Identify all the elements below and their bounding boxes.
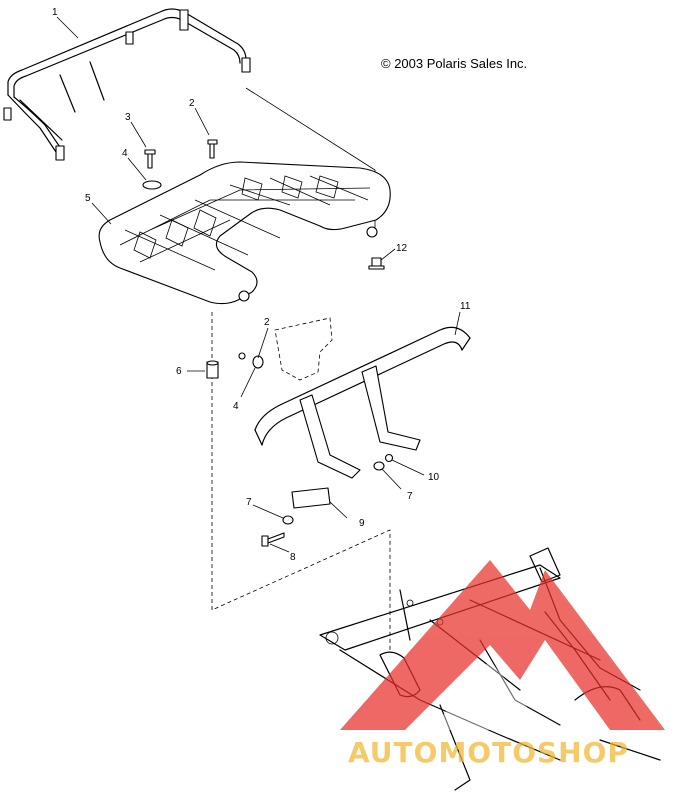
callout-10: 10 — [428, 472, 440, 483]
part-1-rack-rail — [3, 8, 251, 161]
part-2-bolt-frame — [238, 352, 246, 360]
part-2-bolt — [207, 139, 218, 159]
part-5-rack-platform — [98, 161, 391, 305]
callout-2-frame: 2 — [264, 317, 270, 328]
part-12-bolt — [368, 257, 385, 270]
callout-9: 9 — [359, 518, 365, 529]
callout-3: 3 — [125, 112, 131, 123]
alignment-line — [211, 312, 391, 650]
callout-2: 2 — [189, 98, 195, 109]
callout-8: 8 — [290, 552, 296, 563]
callout-4: 4 — [122, 148, 128, 159]
part-3-bolt — [144, 149, 156, 169]
callout-7-lower: 7 — [246, 497, 252, 508]
callout-5: 5 — [85, 193, 91, 204]
part-6-spacer — [206, 360, 219, 379]
copyright-text: © 2003 Polaris Sales Inc. — [381, 56, 527, 71]
callout-7: 7 — [407, 491, 413, 502]
watermark-logo: AUTOMOTOSHOP — [340, 560, 665, 769]
part-8-bolt — [261, 532, 285, 547]
part-11-support-frame — [254, 317, 471, 479]
part-7-washer-upper — [373, 461, 385, 471]
callout-leaders — [56, 16, 461, 553]
part-7-washer-lower — [282, 515, 294, 525]
callout-6: 6 — [176, 366, 182, 377]
callout-1: 1 — [52, 7, 58, 18]
part-4-washer — [142, 180, 162, 190]
part-4-washer-frame — [252, 355, 264, 369]
part-10-nut — [384, 453, 394, 463]
part-9-bracket — [291, 487, 331, 509]
callout-12: 12 — [396, 243, 408, 254]
watermark-text: AUTOMOTOSHOP — [348, 736, 629, 769]
callout-11: 11 — [460, 301, 471, 312]
callout-4-frame: 4 — [233, 401, 239, 412]
